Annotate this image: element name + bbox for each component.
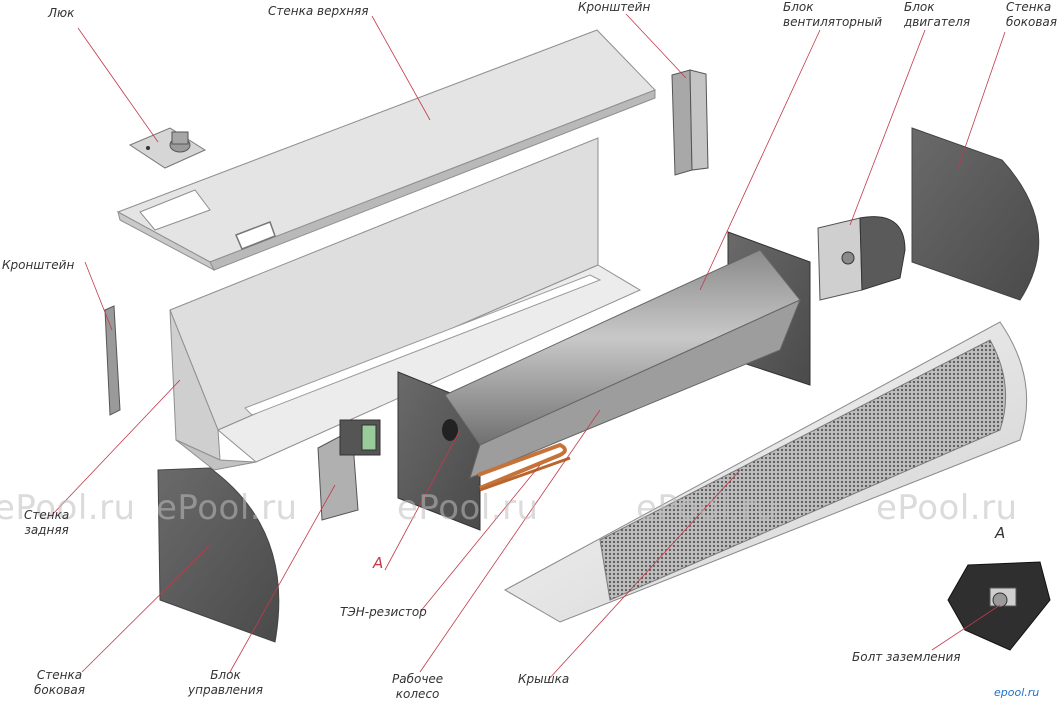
label-fan-block-line2: вентиляторный	[783, 15, 883, 29]
right-side-wall	[911, 127, 1040, 301]
label-motor-block-line1: Блок	[904, 0, 935, 14]
label-impeller-line2: колесо	[395, 687, 440, 701]
label-control-block: Блок управления	[188, 668, 263, 698]
top-bracket	[671, 69, 709, 176]
label-side-wall-left: Стенка боковая	[34, 668, 85, 698]
label-impeller: Рабочее колесо	[392, 672, 443, 702]
watermark: ePool.ru	[876, 488, 1018, 528]
label-ground-bolt: Болт заземления	[852, 650, 961, 664]
label-motor-block-line2: двигателя	[904, 15, 971, 29]
watermark: ePool.ru	[636, 488, 778, 528]
heater	[477, 442, 571, 492]
label-heater: ТЭН-резистор	[340, 605, 427, 619]
label-cover: Крышка	[518, 672, 570, 686]
watermark: ePool.ru	[397, 488, 539, 528]
brand-logo-text: epool.ru	[994, 686, 1040, 699]
label-motor-block: Блок двигателя	[904, 0, 970, 30]
cover	[503, 321, 1028, 623]
label-impeller-line1: Рабочее	[392, 672, 444, 686]
label-control-block-line2: управления	[188, 683, 263, 697]
back-wall	[169, 137, 642, 471]
left-bracket	[104, 305, 121, 416]
detail-a-title: А	[995, 524, 1006, 542]
fan-block	[397, 231, 811, 531]
control-block	[317, 419, 381, 521]
label-side-wall-left-line2: боковая	[34, 683, 85, 697]
label-control-block-line1: Блок	[210, 668, 241, 682]
detail-a-marker: А	[373, 554, 384, 572]
watermark: ePool.ru	[0, 488, 136, 528]
label-fan-block-line1: Блок	[783, 0, 814, 14]
label-side-wall-right-line2: боковая	[1006, 15, 1057, 29]
label-back-wall: Стенка задняя	[24, 508, 69, 538]
label-bracket-left: Кронштейн	[2, 258, 75, 272]
left-side-wall	[157, 467, 280, 643]
leader-lines	[51, 13, 1006, 681]
label-hatch: Люк	[48, 6, 75, 20]
label-top-wall: Стенка верхняя	[268, 4, 369, 18]
watermark: ePool.ru	[156, 488, 298, 528]
top-wall	[116, 29, 656, 272]
label-fan-block: Блок вентиляторный	[783, 0, 882, 30]
label-back-wall-line2: задняя	[24, 523, 69, 537]
hatch-part	[128, 127, 207, 169]
label-bracket-top: Кронштейн	[578, 0, 651, 14]
label-back-wall-line1: Стенка	[24, 508, 70, 522]
label-side-wall-right: Стенка боковая	[1006, 0, 1057, 30]
label-side-wall-right-line1: Стенка	[1006, 0, 1052, 14]
motor-block	[817, 216, 906, 301]
label-side-wall-left-line1: Стенка	[36, 668, 83, 682]
